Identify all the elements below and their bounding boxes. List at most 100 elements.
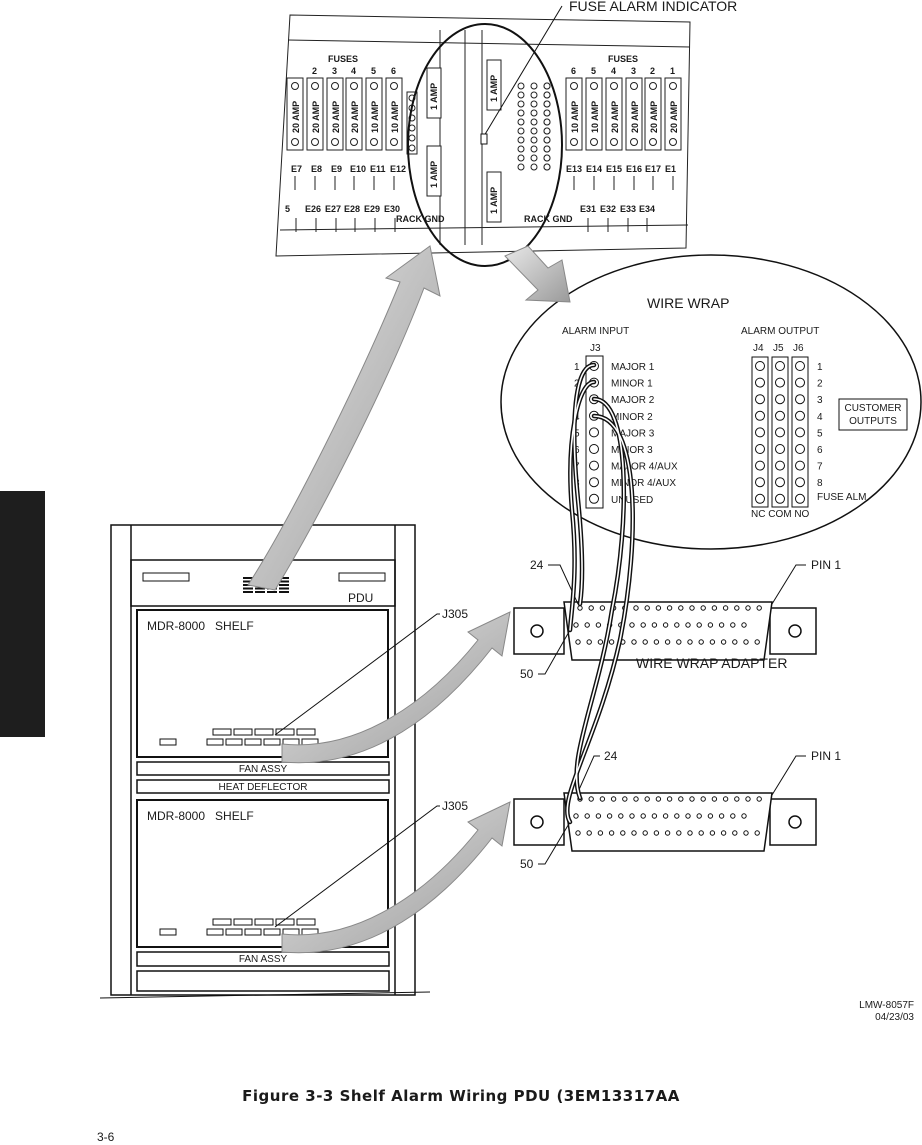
adapter-shell [563,792,773,852]
mount-hole [788,624,802,638]
output-pin [795,377,805,388]
grid-pin [543,109,551,117]
fuse-rating: 10 AMP [390,101,400,133]
grid-pin [543,82,551,90]
fuse-number: 2 [650,66,655,76]
adapter-pin [718,622,725,628]
fuse-terminal [590,138,598,146]
fuse-terminal [311,82,319,90]
output-pin [795,460,805,471]
terminal-label: E9 [331,164,342,174]
fuse-holder [605,77,623,151]
adapter-pin [662,622,669,628]
arrow-shelf2-to-adapter [281,801,511,954]
input-pin-number: 1 [574,362,580,373]
terminal-label: E13 [566,164,582,174]
output-pin [755,394,765,405]
adapter-pin [674,813,680,819]
output-pin [755,361,765,371]
shelf-connector [212,918,232,926]
vent-slot [243,591,253,593]
fuse-rating: 20 AMP [291,101,301,133]
output-number: 2 [817,379,823,390]
input-signal-label: MINOR 4/AUX [611,478,676,489]
adapter-pin [696,813,702,819]
fuse-rating: 10 AMP [370,101,380,133]
fuse-terminal [390,138,398,146]
shelf-connector [263,738,281,746]
adapter-pin [653,639,660,645]
terminal-label: E31 [580,204,596,214]
adapter-pin [588,605,594,611]
grid-pin [543,163,551,171]
rack-gnd-left: RACK GND [396,214,445,224]
vent-slot [279,580,289,583]
grid-pin [517,163,525,171]
output-pin [755,493,765,504]
fuses-label-left: FUSES [328,54,358,64]
adapter-pin [666,796,673,802]
output-pin [775,361,785,371]
output-pin [775,493,785,504]
fuse-terminal [350,138,358,146]
adapter-pin [707,622,714,628]
terminal-label: E32 [600,204,616,214]
fan-assy-lower: FAN ASSY [239,954,288,965]
grid-pin [530,100,538,108]
adapter-pin [734,796,740,802]
adapter-pin [745,796,751,802]
customer-outputs-box [838,398,908,431]
grid-pin [543,154,551,162]
grid-pin [543,118,551,126]
fuse-rating: 20 AMP [311,101,321,133]
adapter-pin [597,639,604,645]
document-id: LMW-8057F 04/23/03 [859,1000,914,1024]
terminal-label: E14 [586,164,602,174]
adapter-pin [730,622,736,628]
adapter-pin [734,605,740,611]
adapter-pin [586,639,592,645]
vent-slot [279,587,289,590]
grid-pin [517,109,525,117]
input-signal-label: MINOR 2 [611,412,653,423]
adapter-pin [644,796,650,802]
adapter-pin [698,830,704,836]
customer-outputs-line2: OUTPUTS [849,416,897,427]
fuse-terminal [370,82,378,90]
input-signal-label: MAJOR 3 [611,428,655,439]
adapter-pin [608,639,615,645]
terminal-label: E16 [626,164,642,174]
output-header: J6 [793,343,804,354]
j3-pin [589,460,599,471]
fuse-terminal [390,82,398,90]
grid-pin [517,154,525,162]
adapter-pin [720,830,727,836]
arrow-shelf1-to-adapter [281,611,511,764]
shelf-connector [233,728,253,736]
output-number: 8 [817,478,823,489]
adapter-pin [575,830,581,836]
adapter-pin [741,622,747,628]
adapter-pin [631,639,637,645]
adapter-pin [599,605,606,611]
adapter-pin [730,813,736,819]
fuse-terminal [331,138,339,146]
j305-leader-upper [274,613,440,736]
grid-pin [530,154,538,162]
fuse-terminal [669,138,677,146]
fuse-holder [625,77,643,151]
grid-pin [543,145,551,153]
adapter-pin [633,796,639,802]
adapter-pin [700,605,706,611]
adapter-pin [689,605,695,611]
fuse-alarm-indicator [480,133,488,145]
adapter-pin [722,605,729,611]
terminal-label: E1 [665,164,676,174]
output-header: J4 [753,343,764,354]
fuse-rating: 20 AMP [610,101,620,133]
terminal-label: E28 [344,204,360,214]
adapter-pin [689,796,695,802]
adapter-pin [709,830,716,836]
